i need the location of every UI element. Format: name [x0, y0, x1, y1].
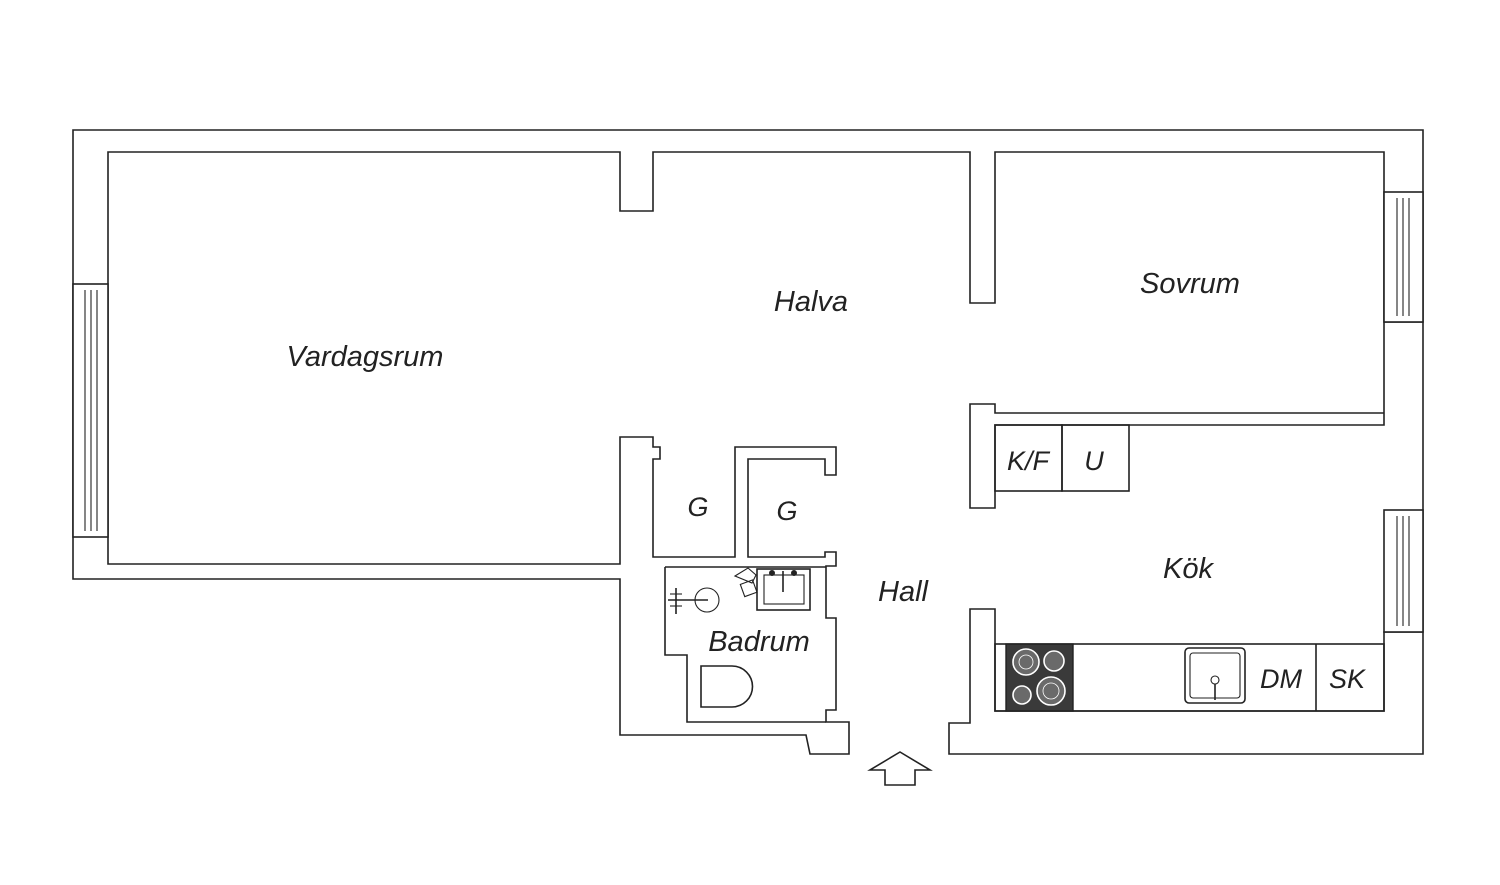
room-label-living-room: Vardagsrum	[287, 341, 444, 373]
shower-icon	[668, 587, 720, 614]
fixture-label-cabinet: SK	[1329, 664, 1366, 694]
window-left	[72, 283, 109, 538]
window-kitchen	[1383, 509, 1424, 633]
room-label-kitchen: Kök	[1163, 553, 1214, 585]
kitchen-counter	[994, 643, 1385, 712]
wardrobe-label-1: G	[687, 492, 708, 522]
bathroom-wall	[664, 566, 826, 723]
outer-wall	[72, 129, 1424, 755]
oven-unit	[1061, 424, 1130, 492]
room-label-hall: Hall	[878, 576, 930, 608]
fixture-label-oven: U	[1084, 446, 1104, 476]
fixture-label-dishwasher: DM	[1260, 664, 1302, 694]
toilet-icon	[700, 665, 754, 708]
stove-icon	[1005, 643, 1074, 712]
bathroom-sink-icon	[756, 568, 811, 611]
washbasin-tap-icon	[733, 567, 758, 598]
wardrobe-label-2: G	[776, 496, 797, 526]
entrance-arrow-icon	[867, 751, 933, 786]
room-label-bedroom: Sovrum	[1140, 268, 1240, 300]
room-label-bathroom: Badrum	[708, 626, 810, 658]
kitchen-sink-icon	[1184, 647, 1246, 704]
fixture-label-fridge-freezer: K/F	[1007, 446, 1051, 476]
room-label-half-room: Halva	[774, 286, 848, 318]
window-bedroom	[1383, 191, 1424, 323]
